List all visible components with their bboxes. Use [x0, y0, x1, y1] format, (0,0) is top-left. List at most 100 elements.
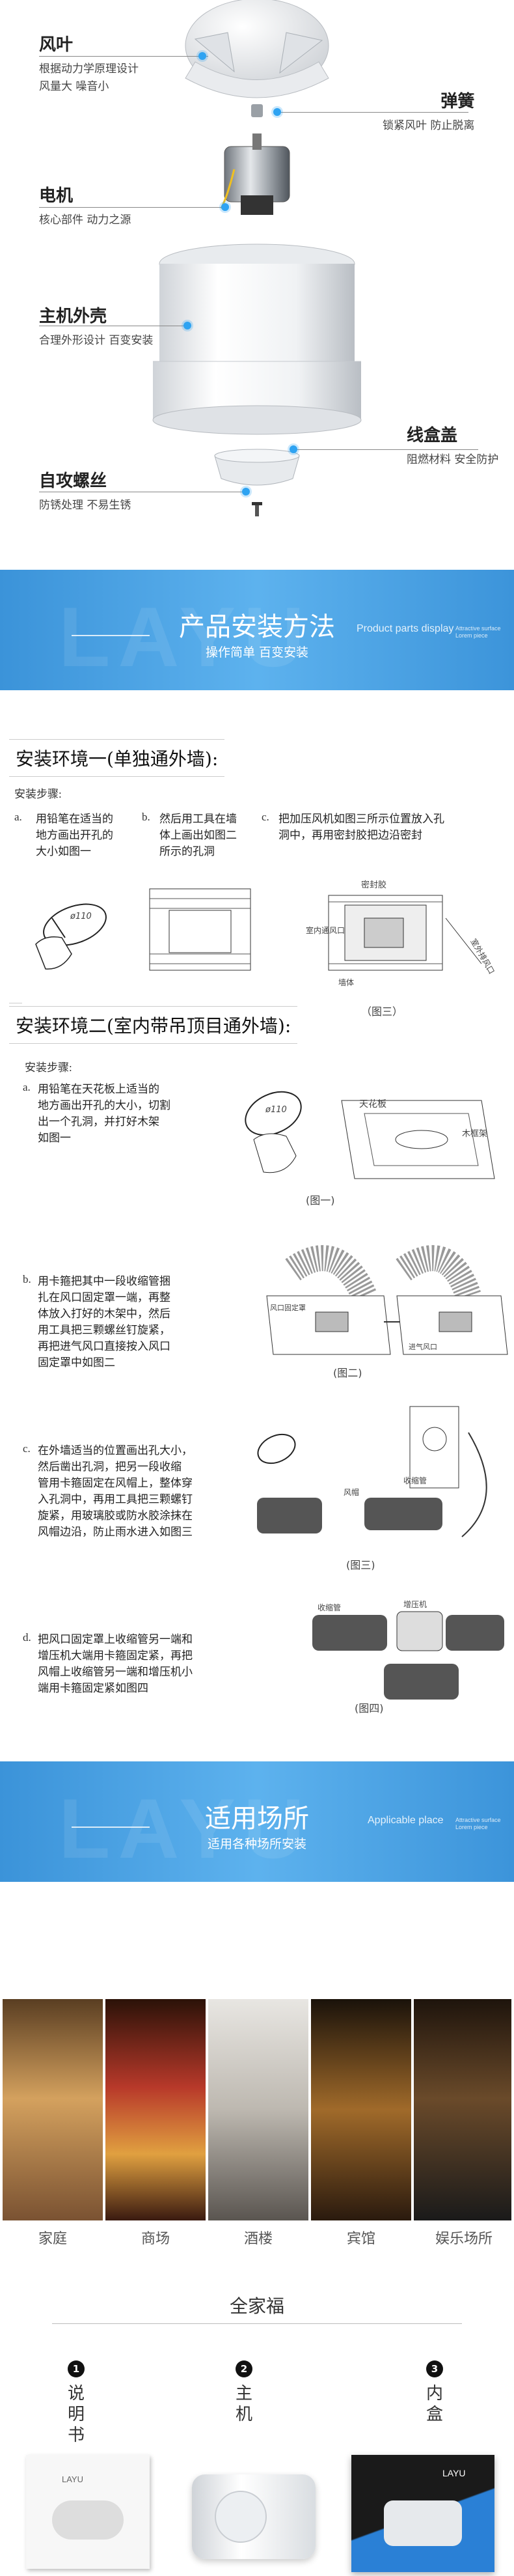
env2-figures — [245, 1091, 508, 1700]
host-inlet-icon — [215, 2491, 267, 2543]
part-fan-blade: 风叶 根据动力学原理设计 风量大 噪音小 — [39, 31, 139, 93]
banner-divider-left — [72, 1827, 150, 1828]
part-desc: 根据动力学原理设计 — [39, 63, 139, 76]
env1-label-indoor: 室内通风口 — [306, 926, 345, 935]
family-title: 全家福 — [229, 2295, 284, 2317]
env1-title: 安装环境一(单独通外墙): — [9, 739, 225, 777]
part-dot — [290, 445, 297, 453]
part-title: 自攻螺丝 — [39, 471, 107, 491]
env2-caption-3: (图三) — [346, 1559, 375, 1571]
env1-step-b: 然后用工具在墙 体上画出如图二 所示的孔洞 — [159, 813, 237, 858]
part-dot — [183, 322, 191, 329]
env2-step-c: 在外墙适当的位置画出孔大小， 然后凿出孔洞，把另一段收缩 管用卡箍固定在风帽上，… — [38, 1444, 193, 1538]
part-dot — [198, 52, 206, 60]
host-image — [192, 2474, 316, 2559]
env2-label-tube: 收缩管 — [403, 1476, 427, 1485]
place-label-mall: 商场 — [141, 2231, 170, 2247]
env2-label-cover: 风口固定罩 — [270, 1304, 306, 1312]
place-label-entertainment: 娱乐场所 — [435, 2231, 493, 2247]
part-desc: 核心部件 动力之源 — [39, 214, 131, 227]
env2-step-b: 用卡箍把其中一段收缩管捆 扎在风口固定罩一端，再整 体放入打好的木架中，然后 用… — [38, 1275, 170, 1369]
env2-step-c-mark: c. — [23, 1442, 31, 1455]
env1-step-c: 把加压风机如图三所示位置放入孔 洞中，再用密封胶把边沿密封 — [278, 813, 444, 841]
leader-line — [296, 449, 478, 450]
env2-label-booster: 增压机 — [403, 1600, 427, 1609]
part-desc: 锁紧风叶 防止脱离 — [383, 119, 475, 132]
env2-step-b-mark: b. — [23, 1273, 31, 1285]
env2-label-tube2: 收缩管 — [318, 1603, 342, 1612]
env2-label-cap: 风帽 — [344, 1488, 360, 1497]
family-item-host — [179, 2448, 335, 2572]
family-badge-3: 3 — [426, 2360, 443, 2377]
env2-caption-2: (图二) — [333, 1367, 362, 1379]
part-title: 主机外壳 — [39, 307, 107, 326]
box-brand: LAYU — [442, 2468, 466, 2478]
env2-steps-label: 安装步骤: — [25, 1061, 72, 1074]
env2-step-d: 把风口固定罩上收缩管另一端和 增压机大端用卡箍固定紧，再把 风帽上收缩管另一端和… — [38, 1633, 193, 1694]
env1-label-wall: 墙体 — [338, 978, 355, 987]
box-image: LAYU — [351, 2455, 494, 2572]
banner-english-small: Attractive surface Lorem piece — [455, 625, 501, 639]
part-desc-2: 风量大 噪音小 — [39, 80, 109, 93]
env1-step-b-mark: b. — [142, 811, 150, 823]
banner-english-small: Attractive surface Lorem piece — [455, 1817, 501, 1830]
env1-label-seal: 密封胶 — [361, 880, 387, 890]
part-box-cover: 线盒盖 阻燃材料 安全防护 — [407, 422, 498, 466]
env2-label-ceiling: 天花板 — [359, 1099, 386, 1110]
env2-caption-1: (图一) — [306, 1194, 335, 1207]
leader-line — [280, 112, 468, 113]
env1-step-c-mark: c. — [262, 811, 269, 823]
family-badge-1: 1 — [68, 2360, 85, 2377]
part-title: 线盒盖 — [407, 426, 458, 445]
family-label-box: 内盒 — [426, 2384, 443, 2424]
box-product-icon — [384, 2500, 462, 2546]
env2-label-diameter: ø110 — [265, 1105, 287, 1115]
env2-label-inlet: 进气风口 — [409, 1343, 437, 1351]
manual-product-icon — [52, 2500, 124, 2540]
banner-title: 产品安装方法 — [179, 613, 335, 641]
env2-label-wood: 木框架 — [462, 1129, 488, 1139]
leader-line — [39, 56, 208, 57]
banner-install-method: LAYU 产品安装方法 操作简单 百变安装 Product parts disp… — [0, 570, 514, 690]
family-label-manual: 说明书 — [67, 2384, 85, 2445]
env2-title: 安装环境二(室内带吊顶目通外墙): — [9, 1006, 298, 1044]
env2-step-a: 用铅笔在天花板上适当的 地方画出开孔的大小，切割 出一个孔洞，并打好木架 如图一 — [38, 1083, 170, 1144]
exploded-product-illustration — [152, 0, 362, 516]
family-item-box: LAYU — [345, 2448, 501, 2572]
banner-subtitle: 操作简单 百变安装 — [205, 645, 309, 660]
place-label-home: 家庭 — [38, 2231, 67, 2247]
part-title: 风叶 — [39, 35, 74, 55]
place-photo-entertainment — [414, 1999, 511, 2220]
part-shell: 主机外壳 合理外形设计 百变安装 — [39, 303, 153, 347]
env1-step-a: 用铅笔在适当的 地方画出开孔的 大小如图一 — [36, 813, 113, 858]
banner-english: Applicable place — [368, 1815, 444, 1826]
part-spring: 弹簧 锁紧风叶 防止脱离 — [383, 88, 474, 132]
env1-steps-label: 安装步骤: — [14, 788, 62, 800]
place-label-hotel: 宾馆 — [346, 2231, 375, 2247]
part-dot — [242, 488, 250, 496]
family-label-host: 主机 — [235, 2384, 252, 2424]
part-motor: 电机 核心部件 动力之源 — [39, 182, 131, 227]
banner-applicable-place: LAYU 适用场所 适用各种场所安装 Applicable place Attr… — [0, 1761, 514, 1882]
env2-step-d-mark: d. — [23, 1631, 31, 1644]
place-photo-mall — [105, 1999, 206, 2220]
manual-image: LAYU — [26, 2455, 150, 2569]
part-title: 弹簧 — [440, 92, 475, 111]
env2-caption-4: (图四) — [355, 1702, 384, 1715]
part-title: 电机 — [39, 186, 74, 206]
place-photo-home — [3, 1999, 103, 2220]
part-dot — [273, 108, 281, 116]
env1-caption-3: （图三） — [361, 1005, 403, 1018]
banner-watermark: LAYU — [59, 1781, 312, 1876]
family-divider — [52, 2323, 462, 2324]
part-dot — [221, 203, 229, 211]
place-photo-hotel — [311, 1999, 411, 2220]
part-screw: 自攻螺丝 防锈处理 不易生锈 — [39, 468, 131, 512]
banner-english: Product parts display — [357, 623, 454, 634]
banner-title: 适用场所 — [205, 1804, 309, 1833]
exploded-parts-section: 风叶 根据动力学原理设计 风量大 噪音小 弹簧 锁紧风叶 防止脱离 电机 核心部… — [0, 0, 514, 567]
env1-label-diameter: ø110 — [70, 912, 92, 921]
part-desc: 阻燃材料 安全防护 — [407, 453, 499, 466]
env2-step-a-mark: a. — [23, 1081, 31, 1093]
